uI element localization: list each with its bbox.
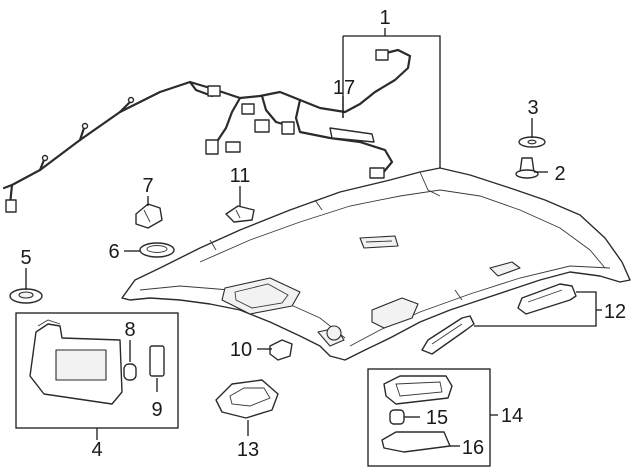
lens-16 bbox=[381, 431, 451, 453]
callout-15: 15 bbox=[426, 407, 448, 429]
bracket-11 bbox=[225, 205, 255, 223]
washer-3 bbox=[518, 136, 546, 148]
cover-9 bbox=[149, 345, 165, 377]
callout-16: 16 bbox=[462, 437, 484, 459]
callout-11: 11 bbox=[230, 165, 251, 187]
callout-1: 1 bbox=[379, 7, 390, 29]
bulb-15 bbox=[389, 409, 405, 425]
sunvisor-4 bbox=[29, 319, 123, 405]
bulb-8 bbox=[123, 363, 137, 381]
callout-13: 13 bbox=[237, 439, 259, 461]
pad-6 bbox=[139, 242, 175, 258]
wiring-harness bbox=[2, 48, 412, 213]
headliner-panel bbox=[121, 167, 631, 361]
callout-5: 5 bbox=[20, 247, 31, 269]
leader-lines bbox=[25, 28, 602, 447]
callout-3: 3 bbox=[527, 97, 538, 119]
callout-6: 6 bbox=[108, 241, 119, 263]
callout-4: 4 bbox=[91, 439, 102, 461]
retainer-clip-2 bbox=[515, 157, 539, 179]
grommet-5 bbox=[9, 288, 43, 304]
dome-lamp-13 bbox=[215, 379, 279, 419]
assist-handles bbox=[421, 283, 577, 355]
console-group-box bbox=[367, 368, 491, 467]
clip-7 bbox=[135, 203, 163, 229]
callout-10: 10 bbox=[230, 339, 252, 361]
callout-2: 2 bbox=[554, 163, 565, 185]
callout-14: 14 bbox=[501, 405, 523, 427]
callout-12: 12 bbox=[604, 301, 626, 323]
callout-7: 7 bbox=[142, 175, 153, 197]
clip-10 bbox=[269, 339, 293, 361]
callout-8: 8 bbox=[124, 319, 135, 341]
console-lamp-14 bbox=[383, 375, 453, 405]
callout-17: 17 bbox=[333, 77, 355, 99]
callout-9: 9 bbox=[151, 399, 162, 421]
